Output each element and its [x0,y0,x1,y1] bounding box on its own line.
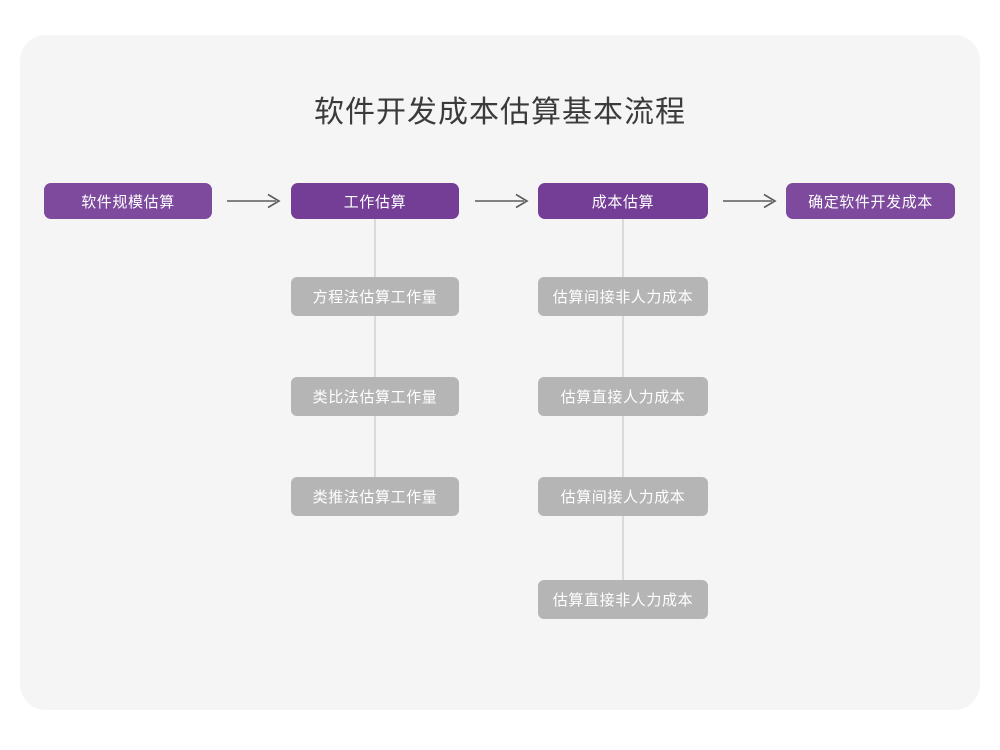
flow-subnode-label: 方程法估算工作量 [312,289,438,306]
content-card [20,35,980,710]
connector-line-column-2 [374,218,376,498]
flow-node-label: 确定软件开发成本 [808,193,933,211]
flow-subnode-label: 估算间接人力成本 [560,489,686,506]
flow-subnode-label: 估算间接非人力成本 [552,289,694,306]
flow-node-label: 软件规模估算 [81,193,175,211]
flow-subnode-label: 估算直接人力成本 [560,389,686,406]
flow-subnode-label: 估算直接非人力成本 [552,592,694,609]
flow-subnode-stage-2-1[interactable]: 方程法估算工作量 [291,277,459,316]
flow-subnode-label: 类比法估算工作量 [312,389,438,406]
flow-subnode-label: 类推法估算工作量 [312,489,438,506]
flow-subnode-stage-3-2[interactable]: 估算直接人力成本 [538,377,708,416]
flow-subnode-stage-3-3[interactable]: 估算间接人力成本 [538,477,708,516]
flow-subnode-stage-3-1[interactable]: 估算间接非人力成本 [538,277,708,316]
flow-subnode-stage-2-2[interactable]: 类比法估算工作量 [291,377,459,416]
flow-subnode-stage-3-4[interactable]: 估算直接非人力成本 [538,580,708,619]
flow-node-stage-3[interactable]: 成本估算 [538,183,708,219]
flow-arrow-3 [718,186,786,216]
flow-node-label: 成本估算 [591,193,655,211]
flow-node-stage-1[interactable]: 软件规模估算 [44,183,212,219]
flow-node-stage-2[interactable]: 工作估算 [291,183,459,219]
flow-arrow-2 [470,186,538,216]
flow-node-stage-4[interactable]: 确定软件开发成本 [786,183,955,219]
flow-subnode-stage-2-3[interactable]: 类推法估算工作量 [291,477,459,516]
page-title: 软件开发成本估算基本流程 [314,96,686,129]
flow-arrow-1 [222,186,290,216]
flow-node-label: 工作估算 [343,193,407,211]
